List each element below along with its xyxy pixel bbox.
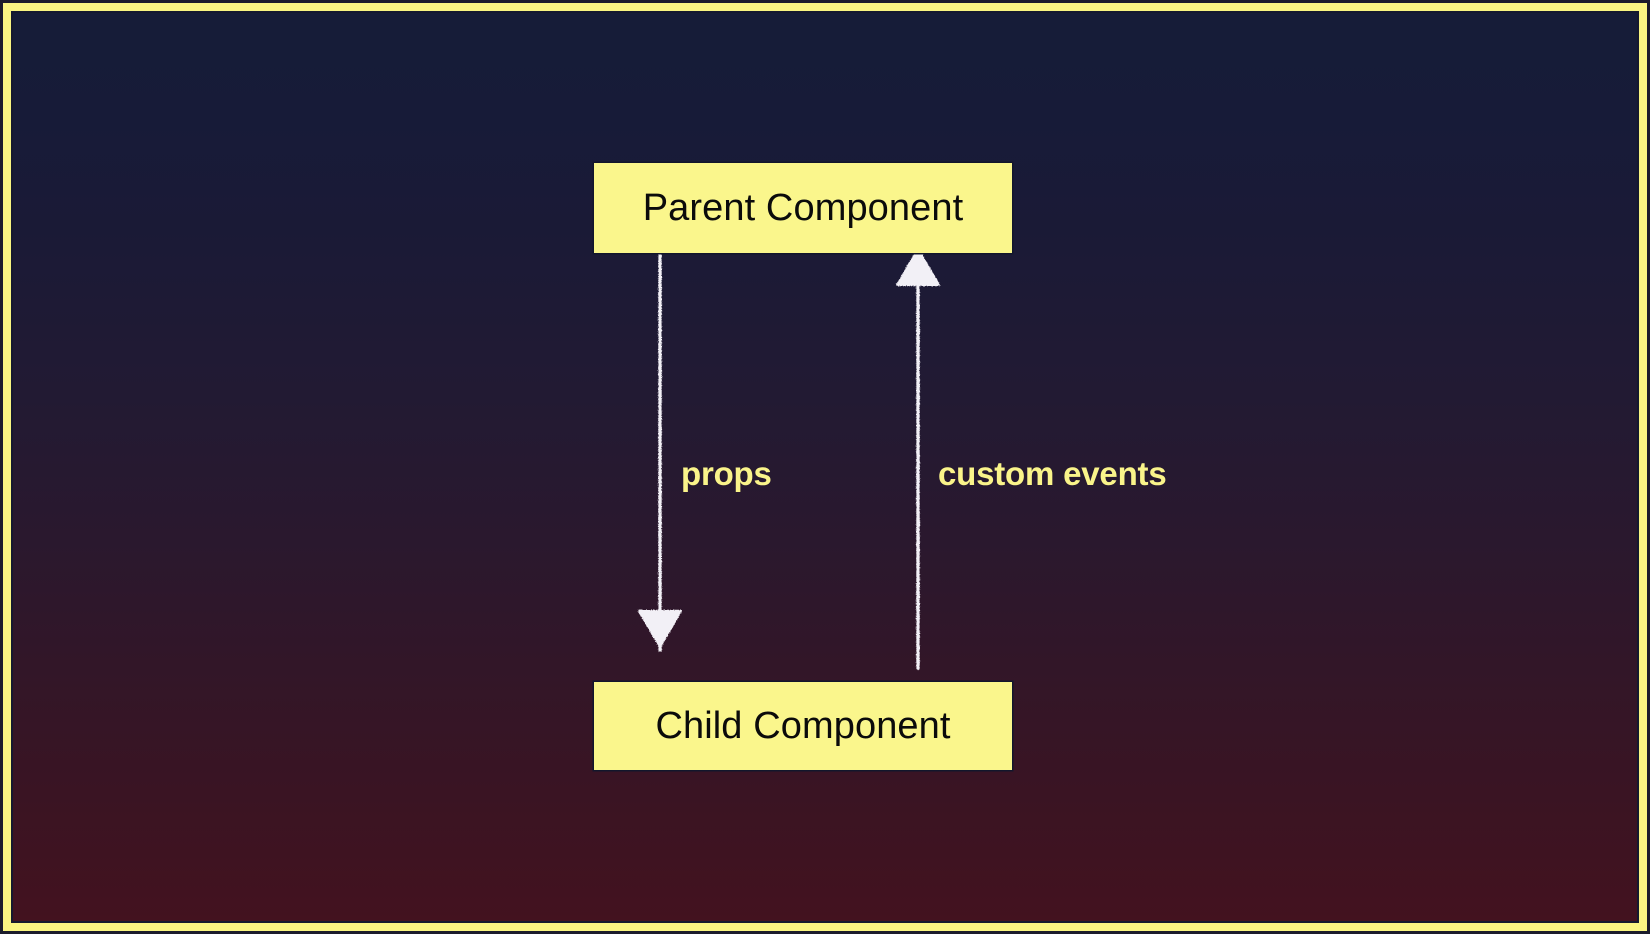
parent-component-label: Parent Component bbox=[642, 186, 964, 229]
custom-events-arrow bbox=[896, 248, 940, 670]
diagram-stage: Parent Component Child Component props c… bbox=[13, 13, 1637, 921]
custom-events-arrow-head bbox=[896, 248, 940, 286]
child-component-label: Child Component bbox=[655, 704, 951, 747]
props-edge-label: props bbox=[681, 455, 772, 492]
arrow-layer bbox=[638, 240, 940, 670]
props-arrow-head bbox=[638, 610, 682, 648]
parent-component-node[interactable]: Parent Component bbox=[594, 163, 1012, 253]
child-component-node[interactable]: Child Component bbox=[594, 682, 1012, 770]
custom-events-edge-label: custom events bbox=[938, 455, 1167, 492]
props-arrow bbox=[638, 240, 682, 652]
